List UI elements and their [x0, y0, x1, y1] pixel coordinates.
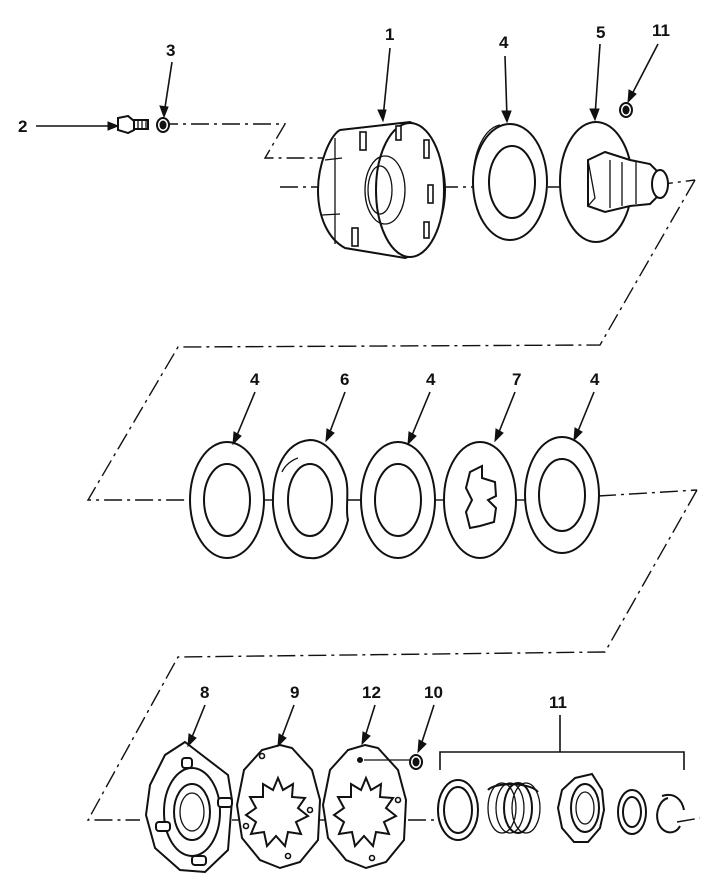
- leader-11a: [629, 43, 659, 99]
- part-10-nut: [364, 754, 423, 770]
- part-2-bolt: [117, 114, 149, 135]
- leader-4a: [504, 55, 508, 119]
- leader-7: [496, 391, 516, 438]
- leader-10: [419, 704, 435, 749]
- part-6-friction-disc: [271, 438, 350, 560]
- arrow-11a: [627, 89, 637, 104]
- part-8-flange-housing: [144, 740, 234, 874]
- arrow-4a: [501, 110, 512, 124]
- leader-3: [163, 61, 173, 115]
- callout-3: 3: [166, 41, 175, 60]
- arrow-12: [361, 731, 371, 746]
- part-4-plate-top: [472, 123, 548, 241]
- arrow-9: [277, 733, 287, 748]
- callout-12: 12: [362, 683, 381, 702]
- callout-4b: 4: [250, 370, 260, 389]
- arrow-3: [159, 105, 169, 119]
- leader-4d: [575, 391, 595, 437]
- arrow-5: [589, 108, 600, 122]
- callout-5: 5: [596, 23, 605, 42]
- part-4-plate-mid-2: [360, 441, 436, 559]
- callout-10: 10: [424, 683, 443, 702]
- arrow-4b: [232, 431, 242, 446]
- callout-7: 7: [512, 370, 521, 389]
- callout-2: 2: [18, 117, 27, 136]
- leader-1: [382, 47, 391, 119]
- part-9-star-plate: [235, 743, 322, 870]
- arrow-4c: [407, 431, 417, 446]
- leader-4c: [409, 391, 431, 441]
- callout-8: 8: [200, 683, 209, 702]
- callout-6: 6: [340, 370, 349, 389]
- part-5-hub-shaft: [559, 121, 669, 243]
- arrow-4d: [573, 427, 583, 442]
- arrow-1: [377, 109, 387, 123]
- arrow-6: [325, 428, 335, 443]
- part-1-clutch-drum: [316, 120, 447, 260]
- part-4-plate-mid-1: [189, 441, 265, 559]
- part-3-washer: [156, 117, 170, 133]
- part-7-spline-disc: [443, 441, 517, 559]
- arrow-2: [107, 121, 120, 131]
- callout-11b: 11: [549, 693, 567, 712]
- leader-6: [327, 391, 346, 438]
- callout-1: 1: [385, 25, 394, 44]
- callout-4a: 4: [499, 33, 509, 52]
- part-11-group-bracket: [439, 715, 685, 770]
- leader-4b: [234, 391, 256, 441]
- arrow-10: [417, 739, 427, 754]
- part-4-plate-mid-3: [524, 436, 600, 554]
- callout-9: 9: [290, 683, 299, 702]
- callout-4d: 4: [590, 370, 600, 389]
- arrow-7: [494, 428, 504, 443]
- callout-4c: 4: [426, 370, 436, 389]
- part-11-seal-kit: [437, 772, 685, 843]
- leader-5: [594, 43, 601, 117]
- arrow-8: [187, 733, 197, 748]
- part-12-star-plate: [321, 743, 408, 870]
- part-11-nut-top: [619, 102, 633, 118]
- callout-11a: 11: [652, 21, 670, 40]
